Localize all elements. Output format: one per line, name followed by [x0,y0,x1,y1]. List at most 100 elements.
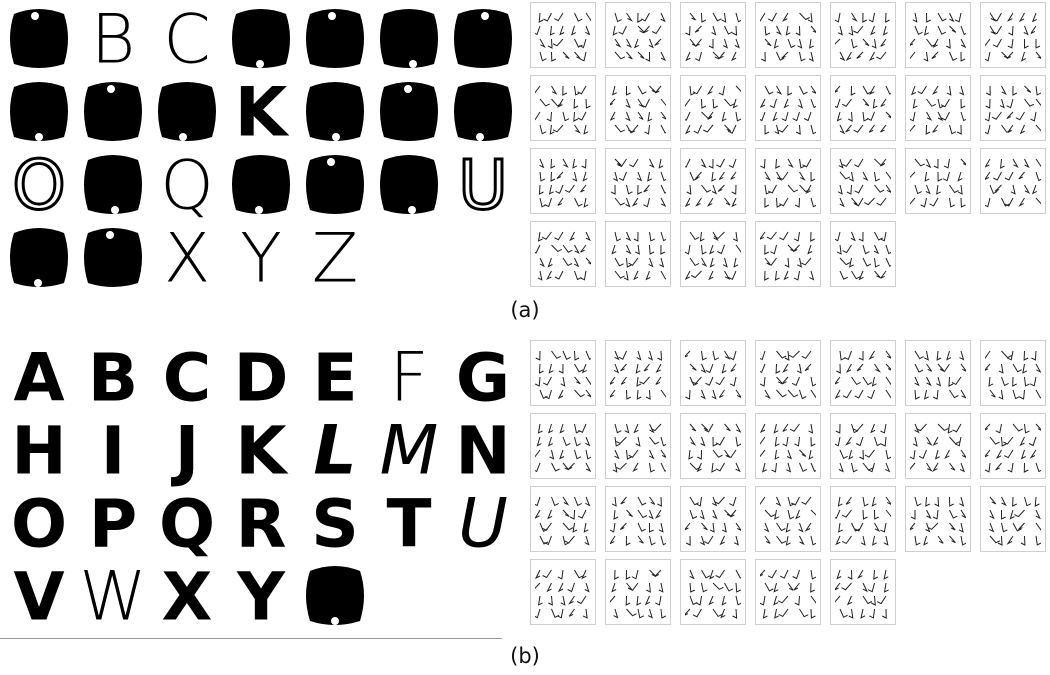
vector-field-8 [530,75,596,141]
svg-text:L: L [313,412,356,491]
vector-field-22 [530,221,596,287]
letter-glyph-k: K [226,413,296,485]
svg-text:U: U [458,147,508,226]
vector-field-23 [605,221,671,287]
vector-field-20 [905,148,971,214]
svg-text:N: N [455,413,510,490]
svg-text:G: G [456,340,510,417]
letter-glyph-e [300,2,370,74]
letter-glyph-r: R [226,486,296,558]
vector-field-7 [980,2,1046,68]
vector-field-26 [830,221,896,287]
svg-text:D: D [234,340,289,417]
letter-glyph-s: S [300,486,370,558]
letter-glyph-f [374,2,444,74]
vector-field-17 [680,148,746,214]
svg-text:K: K [235,413,289,490]
letter-glyph-h: H [4,413,74,485]
letter-glyph-g: G [448,340,518,412]
letter-glyph-w: W [78,559,148,631]
vector-field-3 [680,340,746,406]
vector-field-19 [830,148,896,214]
svg-text:E: E [312,340,357,417]
letter-glyph-q: Q [152,148,222,220]
letter-glyph-j: J [152,413,222,485]
vector-field-15 [530,148,596,214]
vector-field-11 [755,413,821,479]
vector-field-26 [830,559,896,625]
letter-glyph-b: B [78,340,148,412]
letter-glyph-l [300,75,370,147]
letter-glyph-f: F [374,340,444,412]
svg-text:H: H [11,413,66,490]
svg-text:X: X [162,559,213,636]
letter-glyph-z [300,559,370,631]
letter-glyph-k: K [226,75,296,147]
letter-glyph-n: N [448,413,518,485]
vector-field-16 [605,148,671,214]
letter-glyph-d: D [226,340,296,412]
letter-glyph-t: T [374,486,444,558]
vector-field-17 [680,486,746,552]
vector-field-12 [830,413,896,479]
vector-field-18 [755,148,821,214]
letter-glyph-d [226,2,296,74]
letter-glyph-j [152,75,222,147]
svg-text:T: T [386,486,431,563]
vector-field-1 [530,340,596,406]
letter-glyph-x: X [152,559,222,631]
vector-field-14 [980,75,1046,141]
letter-glyph-x: X [152,221,222,293]
letter-glyph-a [4,2,74,74]
svg-text:Z: Z [312,220,359,299]
letter-glyph-i [78,75,148,147]
svg-text:B: B [91,1,136,80]
vector-field-19 [830,486,896,552]
svg-text:Y: Y [236,559,286,636]
vector-field-4 [755,340,821,406]
letter-glyph-q: Q [152,486,222,558]
vector-field-11 [755,75,821,141]
vector-field-5 [830,340,896,406]
svg-text:J: J [171,413,200,490]
caption-b: (b) [0,644,1050,668]
letter-glyph-p [78,148,148,220]
svg-text:A: A [13,340,64,417]
vector-field-14 [980,413,1046,479]
letter-glyph-v [4,221,74,293]
letter-glyph-z: Z [300,221,370,293]
svg-text:X: X [164,220,211,299]
vector-field-3 [680,2,746,68]
letter-glyph-s [300,148,370,220]
vector-field-15 [530,486,596,552]
letter-glyph-u: U [448,486,518,558]
svg-text:O: O [12,147,66,226]
svg-text:W: W [79,558,146,637]
vector-field-24 [680,559,746,625]
vector-field-21 [980,148,1046,214]
vector-field-13 [905,413,971,479]
svg-text:R: R [236,486,287,563]
vector-field-22 [530,559,596,625]
vector-field-21 [980,486,1046,552]
svg-text:U: U [458,485,508,564]
letter-glyph-m: M [374,413,444,485]
letter-glyph-v: V [4,559,74,631]
vector-field-7 [980,340,1046,406]
svg-text:K: K [235,74,290,153]
vector-field-10 [680,75,746,141]
letter-glyph-m [374,75,444,147]
svg-text:Q: Q [160,147,214,226]
vector-field-25 [755,559,821,625]
caption-a: (a) [0,298,1050,322]
svg-text:S: S [311,486,359,563]
vector-field-10 [680,413,746,479]
svg-text:V: V [13,559,64,636]
vector-field-5 [830,2,896,68]
vector-field-9 [605,413,671,479]
vector-field-9 [605,75,671,141]
letter-glyph-e: E [300,340,370,412]
letter-glyph-y: Y [226,221,296,293]
letter-glyph-a: A [4,340,74,412]
